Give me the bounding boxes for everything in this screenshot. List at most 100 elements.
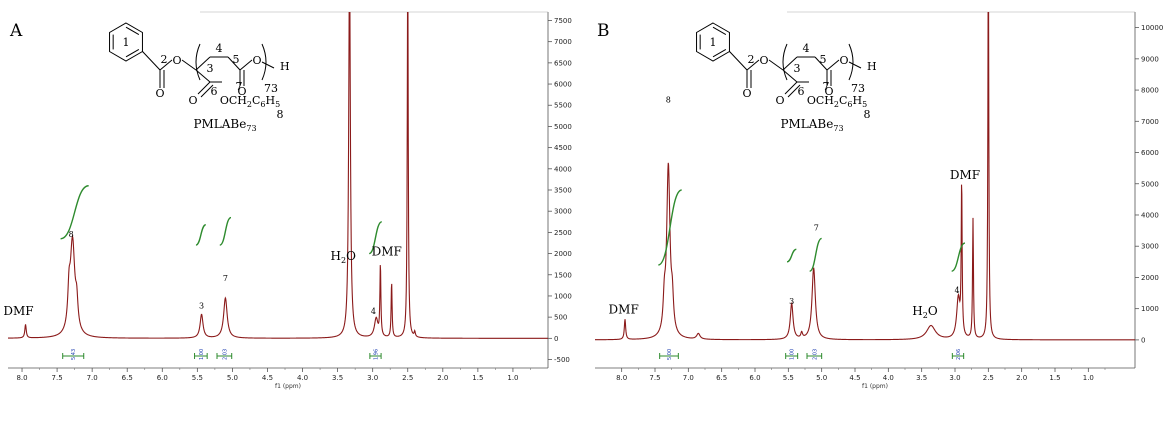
- x-tick-label: 6.0: [157, 374, 168, 382]
- y-tick-label: 2500: [554, 229, 572, 237]
- y-tick-label: -500: [554, 356, 570, 364]
- struct-ester-group: OCH2C6H5: [807, 94, 867, 109]
- integral-value: 5.00: [667, 349, 673, 360]
- struct-number-7: 7: [236, 80, 243, 93]
- y-tick-label: 6500: [554, 59, 572, 67]
- integral-curve: [809, 237, 823, 272]
- y-tick-label: 5000: [554, 123, 572, 131]
- spectrum-trace: [8, 12, 548, 339]
- struct-number-7: 7: [823, 80, 830, 93]
- x-tick-label: 6.5: [122, 374, 133, 382]
- struct-repeat-n: 73: [264, 82, 278, 95]
- integral-value: 1.96: [373, 349, 379, 360]
- x-tick-label: 2.0: [437, 374, 448, 382]
- struct-number-3: 3: [207, 62, 214, 75]
- struct-atom-o: O: [775, 94, 784, 107]
- struct-name: PMLABe73: [780, 117, 843, 133]
- y-tick-label: 10000: [1141, 24, 1163, 32]
- y-tick-label: 7000: [1141, 118, 1159, 126]
- struct-number-1: 1: [123, 36, 130, 49]
- peak-annotation: H2O: [331, 249, 357, 265]
- struct-number-2: 2: [748, 53, 755, 66]
- x-tick-label: 5.0: [816, 374, 827, 382]
- struct-atom-o: O: [188, 94, 197, 107]
- x-tick-label: 4.5: [262, 374, 273, 382]
- peak-annotation: 7: [223, 274, 228, 283]
- struct-end-group: H: [867, 60, 877, 73]
- x-tick-label: 4.0: [297, 374, 308, 382]
- struct-number-5: 5: [233, 53, 240, 66]
- x-tick-label: 2.5: [983, 374, 994, 382]
- benzene-ring: [696, 22, 730, 62]
- integral-curve: [195, 224, 207, 246]
- integral-value: 2.03: [222, 349, 228, 360]
- y-tick-label: 6000: [1141, 149, 1159, 157]
- struct-name: PMLABe73: [193, 117, 256, 133]
- y-tick-label: 500: [554, 314, 567, 322]
- y-tick-label: 3000: [554, 208, 572, 216]
- x-tick-label: 2.5: [402, 374, 413, 382]
- y-tick-label: 4000: [1141, 211, 1159, 219]
- x-tick-label: 3.0: [367, 374, 378, 382]
- x-tick-label: 7.0: [683, 374, 694, 382]
- peak-annotation: DMF: [3, 304, 33, 318]
- x-tick-label: 7.0: [87, 374, 98, 382]
- struct-ester-group: OCH2C6H5: [220, 94, 280, 109]
- y-tick-label: 1000: [554, 292, 572, 300]
- x-axis-label: f1 (ppm): [275, 383, 301, 390]
- x-tick-label: 4.0: [883, 374, 894, 382]
- struct-number-4: 4: [216, 42, 223, 55]
- struct-atom-o: O: [172, 54, 181, 67]
- integral-value: 2.06: [956, 349, 962, 360]
- y-tick-label: 9000: [1141, 55, 1159, 63]
- struct-number-5: 5: [820, 53, 827, 66]
- struct-number-1: 1: [710, 36, 717, 49]
- x-tick-label: 8.0: [16, 374, 27, 382]
- y-tick-label: 0: [554, 335, 558, 343]
- struct-number-6: 6: [798, 85, 805, 98]
- struct-atom-o: O: [742, 87, 751, 100]
- structure-diagram: [696, 22, 862, 98]
- peak-annotation: 8: [666, 95, 671, 104]
- panel-label: B: [597, 21, 610, 41]
- x-tick-label: 6.0: [749, 374, 760, 382]
- x-tick-label: 4.5: [849, 374, 860, 382]
- y-tick-label: 2000: [1141, 274, 1159, 282]
- x-axis-label: f1 (ppm): [862, 383, 888, 390]
- peak-annotation: 7: [814, 223, 819, 232]
- y-tick-label: 5000: [1141, 180, 1159, 188]
- peak-annotation: DMF: [609, 302, 639, 316]
- peak-annotation: 4: [954, 286, 959, 295]
- y-tick-label: 1500: [554, 271, 572, 279]
- integral-curve: [786, 248, 797, 263]
- structure-diagram: [109, 22, 275, 98]
- y-tick-label: 2000: [554, 250, 572, 258]
- y-tick-label: 6000: [554, 81, 572, 89]
- spectrum-trace: [595, 12, 1135, 341]
- peak-annotation: H2O: [912, 304, 938, 320]
- integral-curve: [368, 221, 383, 255]
- struct-number-3: 3: [794, 62, 801, 75]
- integral-curve: [60, 185, 89, 240]
- peak-annotation: DMF: [950, 168, 980, 182]
- struct-number-2: 2: [161, 53, 168, 66]
- x-tick-label: 1.5: [1049, 374, 1060, 382]
- benzene-ring: [109, 22, 143, 62]
- y-tick-label: 3500: [554, 187, 572, 195]
- integral-curve: [657, 189, 683, 266]
- struct-number-6: 6: [211, 85, 218, 98]
- x-tick-label: 5.5: [783, 374, 794, 382]
- peak-annotation: 3: [789, 297, 794, 306]
- y-tick-label: 7500: [554, 17, 572, 25]
- struct-atom-o: O: [252, 54, 261, 67]
- y-tick-label: 1000: [1141, 305, 1159, 313]
- struct-repeat-n: 73: [851, 82, 865, 95]
- struct-end-group: H: [280, 60, 290, 73]
- y-tick-label: 8000: [1141, 87, 1159, 95]
- struct-atom-o: O: [839, 54, 848, 67]
- peak-annotation: 3: [199, 301, 204, 310]
- x-tick-label: 5.5: [192, 374, 203, 382]
